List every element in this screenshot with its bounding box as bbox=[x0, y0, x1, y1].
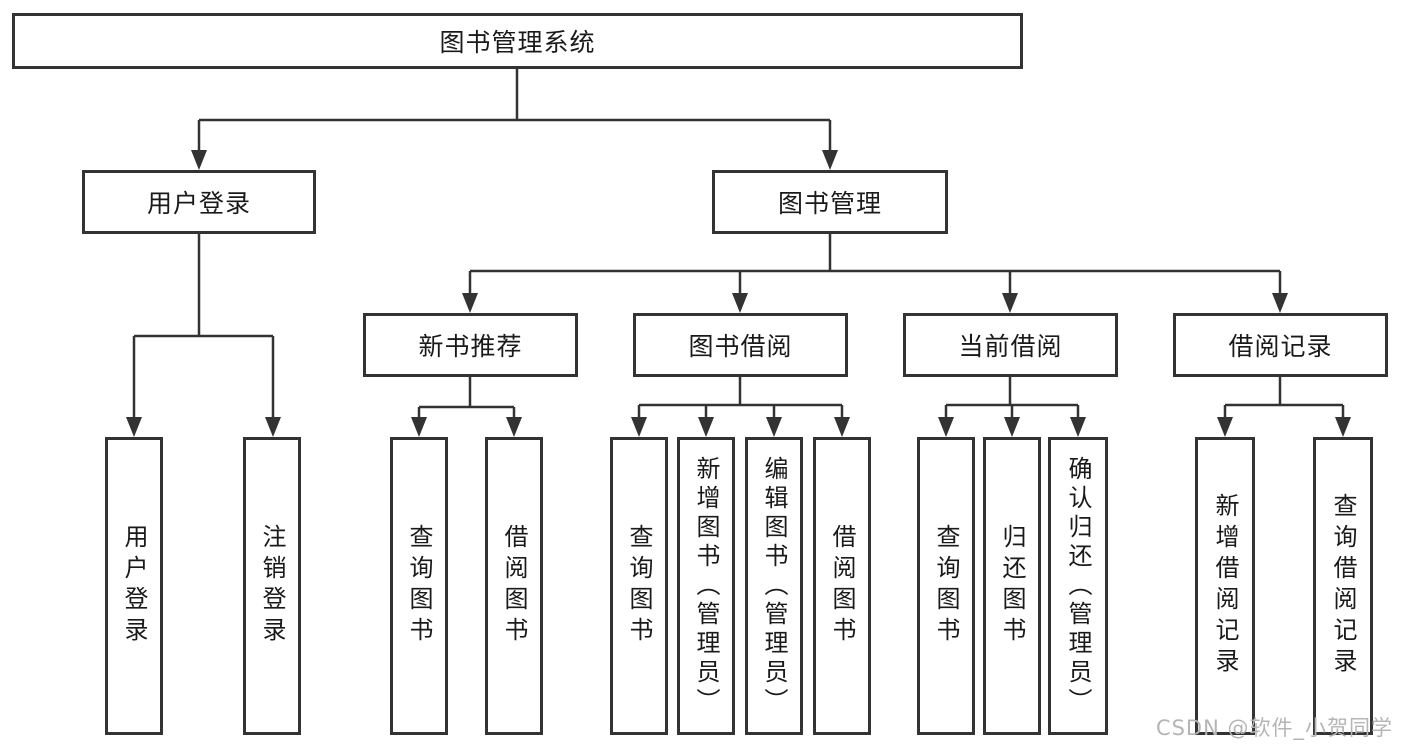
node-user-login: 用户登录 bbox=[82, 170, 316, 234]
leaf-edit-books-admin: 编辑图书（管理员） bbox=[745, 437, 803, 735]
leaf-query-books-current: 查询图书 bbox=[917, 437, 975, 735]
leaf-confirm-return-admin: 确认归还（管理员） bbox=[1048, 437, 1108, 735]
leaf-return-books: 归还图书 bbox=[983, 437, 1041, 735]
leaf-borrow-books: 借阅图书 bbox=[813, 437, 871, 735]
node-library-management-system: 图书管理系统 bbox=[12, 13, 1023, 69]
node-new-book-recommendation: 新书推荐 bbox=[363, 313, 578, 377]
leaf-query-borrow-record: 查询借阅记录 bbox=[1313, 437, 1373, 735]
node-borrowing-records: 借阅记录 bbox=[1173, 313, 1388, 377]
node-current-borrowing: 当前借阅 bbox=[903, 313, 1118, 377]
leaf-borrow-books-recommend: 借阅图书 bbox=[485, 437, 543, 735]
leaf-logout: 注销登录 bbox=[243, 437, 301, 735]
node-book-management: 图书管理 bbox=[712, 170, 948, 234]
node-book-borrowing: 图书借阅 bbox=[633, 313, 848, 377]
leaf-query-books-borrow: 查询图书 bbox=[610, 437, 668, 735]
leaf-add-books-admin: 新增图书（管理员） bbox=[677, 437, 735, 735]
leaf-add-borrow-record: 新增借阅记录 bbox=[1195, 437, 1255, 735]
leaf-query-books-recommend: 查询图书 bbox=[390, 437, 448, 735]
leaf-user-login: 用户登录 bbox=[105, 437, 163, 735]
csdn-watermark: CSDN @软件_小贺同学 bbox=[1155, 716, 1393, 740]
